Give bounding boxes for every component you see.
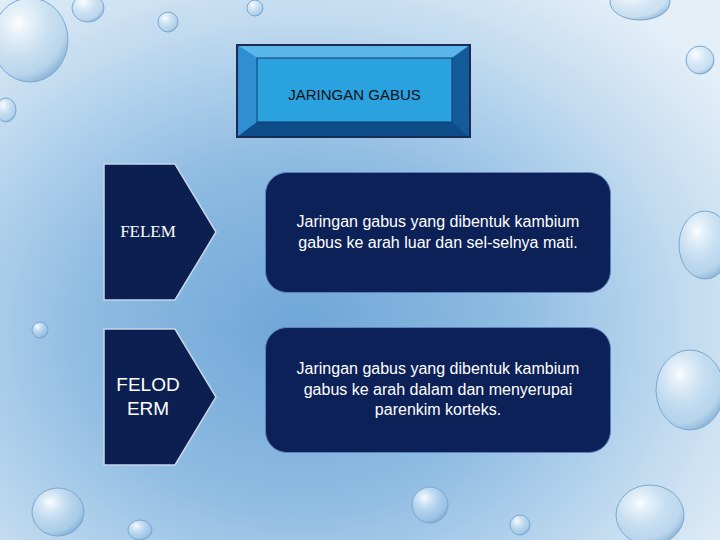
title-text: JARINGAN GABUS xyxy=(257,58,452,122)
arrow-outline xyxy=(103,328,217,466)
description-text: Jaringan gabus yang dibentuk kambium gab… xyxy=(282,212,594,254)
arrow-label: FELOD ERM xyxy=(105,373,191,421)
description-text: Jaringan gabus yang dibentuk kambium gab… xyxy=(282,359,594,421)
description-box: Jaringan gabus yang dibentuk kambium gab… xyxy=(265,172,611,293)
description-box: Jaringan gabus yang dibentuk kambium gab… xyxy=(265,327,611,453)
arrow-shape: FELOD ERM xyxy=(103,328,217,466)
title-bevel-box xyxy=(237,45,470,137)
arrow-label: FELEM xyxy=(105,221,191,242)
arrow-shape: FELEM xyxy=(103,163,217,301)
